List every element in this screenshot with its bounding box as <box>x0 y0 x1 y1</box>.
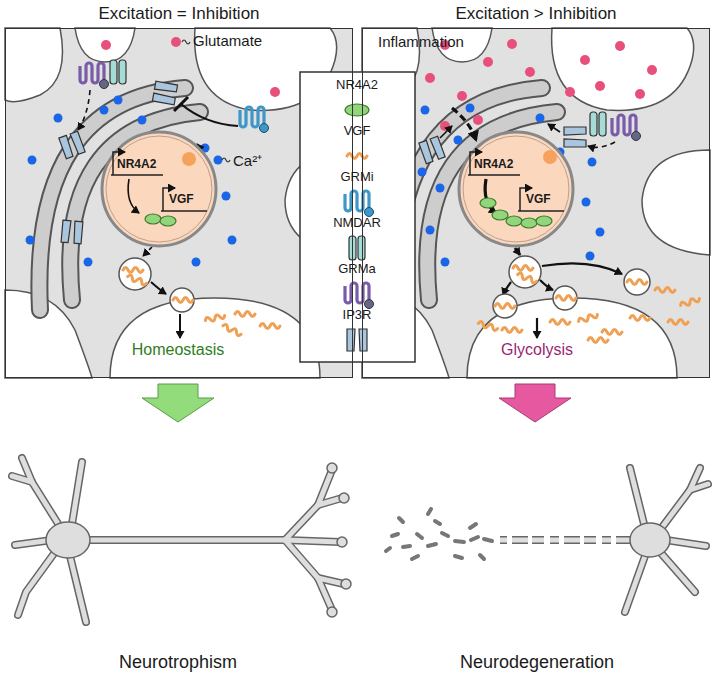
gene-name: VGF <box>169 193 194 207</box>
outcome-label: Glycolysis <box>501 341 573 359</box>
legend-label: IP3R <box>343 308 372 323</box>
nucleus-outline <box>99 129 219 249</box>
legend-label: VGF <box>344 124 371 139</box>
nucleus-circle: NR4A2VGF <box>456 129 576 249</box>
panel-title: Excitation > Inhibition <box>363 4 709 24</box>
nucleus-circle: NR4A2VGF <box>99 129 219 249</box>
legend-box <box>300 72 415 362</box>
legend-label: GRMa <box>338 262 376 277</box>
outcome-label: Neurodegeneration <box>460 652 614 673</box>
panel-box: Excitation = InhibitionNR4A2VGF <box>5 28 353 378</box>
outcome-label: Homeostasis <box>132 341 224 359</box>
callout-label: Glutamate <box>193 32 262 49</box>
region-label: Inflammation <box>378 33 464 50</box>
nucleus-outline <box>456 129 576 249</box>
outcome-label: Neurotrophism <box>119 652 237 673</box>
callout-label: Ca²⁺ <box>233 152 262 169</box>
panel-box: Excitation > InhibitionNR4A2VGF <box>362 28 710 378</box>
legend-label: GRMi <box>340 170 373 185</box>
panel-title: Excitation = Inhibition <box>6 4 352 24</box>
gene-name: NR4A2 <box>117 158 156 172</box>
legend-label: NR4A2 <box>336 78 378 93</box>
gene-name: VGF <box>526 193 551 207</box>
gene-name: NR4A2 <box>474 158 513 172</box>
legend-label: NMDAR <box>333 216 381 231</box>
